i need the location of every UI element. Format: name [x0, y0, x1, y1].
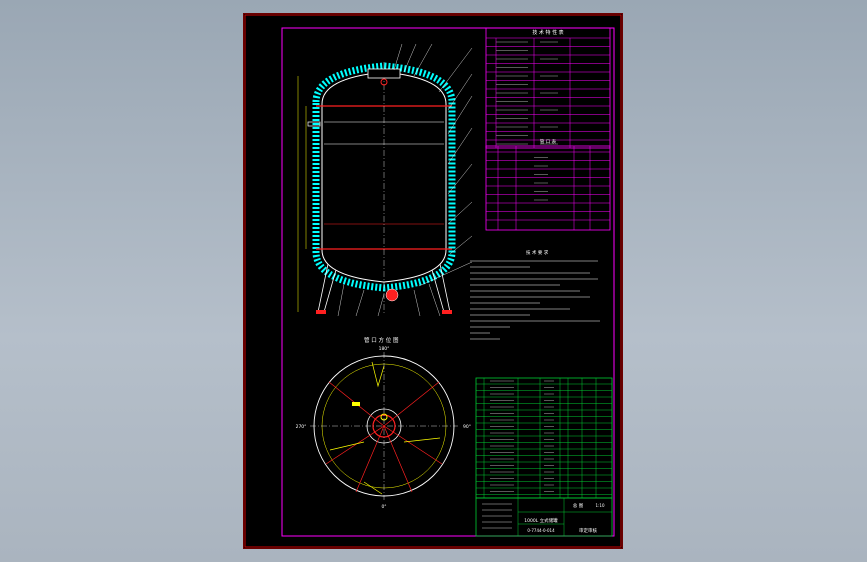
- vessel-elevation: [297, 43, 473, 317]
- leg-foot-left: [316, 310, 326, 314]
- title-ratio: 1:10: [596, 503, 605, 508]
- nozzle-table: 管 口 表: [485, 138, 611, 231]
- title-block-scribbles: [482, 503, 512, 529]
- angle-label-top: 180°: [379, 346, 390, 352]
- top-manhole: [367, 68, 401, 79]
- plan-nozzle-marker: [352, 402, 360, 406]
- title-block: 1000L 立式储罐 0-7744-0-014 审定审核 总 图 1:10: [475, 497, 613, 537]
- title-sheet-label: 总 图: [573, 502, 584, 509]
- title-drawing-no: 0-7744-0-014: [527, 528, 555, 533]
- cad-drawing: 技 术 特 性 表 管 口 表 技 术 要 求 管 口 方 位 图: [244, 14, 622, 548]
- orientation-title: 管 口 方 位 图: [364, 336, 399, 344]
- leader-lines-bottom: [337, 283, 441, 317]
- angle-label-bottom: 0°: [381, 504, 386, 510]
- parts-list: [475, 377, 613, 499]
- drawing-sheet: 技 术 特 性 表 管 口 表 技 术 要 求 管 口 方 位 图: [243, 13, 623, 549]
- plan-yellow-marks: [329, 361, 441, 495]
- leg-foot-right: [442, 310, 452, 314]
- requirements-title: 技 术 要 求: [526, 249, 549, 256]
- title-project: 1000L 立式储罐: [524, 517, 558, 524]
- sheet-border: [244, 14, 622, 548]
- leader-lines-right: [393, 43, 473, 287]
- drawing-frame: [281, 27, 615, 537]
- title-approval: 审定审核: [579, 527, 597, 534]
- insulation-layer: [312, 62, 456, 292]
- nozzle-table-title: 管 口 表: [540, 138, 557, 145]
- plan-radial-lines: [325, 381, 443, 493]
- tech-table-title: 技 术 特 性 表: [532, 29, 563, 36]
- bottom-outlet: [385, 288, 399, 302]
- angle-label-left: 270°: [296, 424, 307, 430]
- side-nozzle-left: [307, 121, 321, 127]
- lifting-lug: [380, 78, 388, 86]
- shell-outline: [321, 71, 447, 283]
- orientation-plan: 管 口 方 位 图 180°: [296, 336, 471, 510]
- technical-requirements: 技 术 要 求: [470, 249, 600, 340]
- angle-label-right: 90°: [463, 424, 471, 430]
- tech-spec-table: 技 术 特 性 表: [485, 27, 611, 149]
